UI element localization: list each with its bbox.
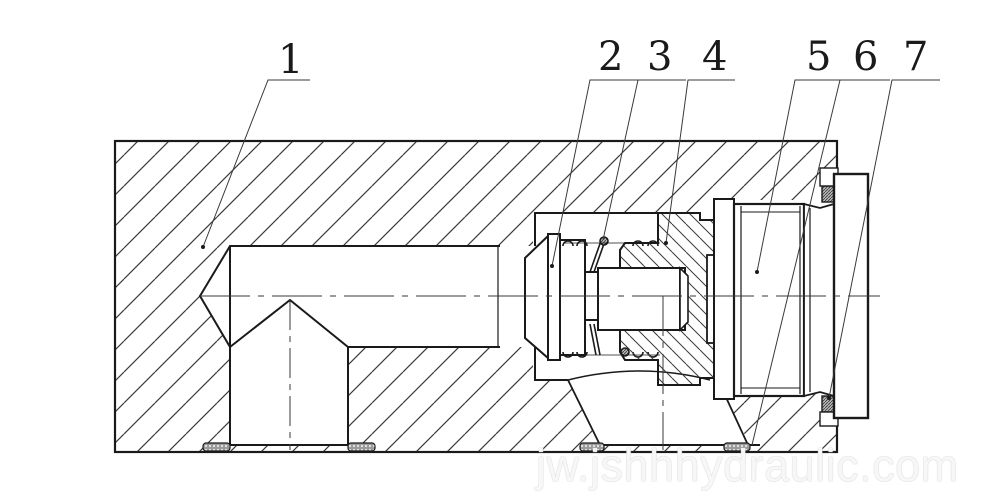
poppet-part-2: [524, 233, 599, 361]
leader-dots: [201, 241, 831, 400]
centerlines: [200, 295, 880, 450]
callout-7: 7: [903, 34, 928, 80]
port-seals: [202, 442, 751, 452]
callout-4: 4: [702, 34, 727, 80]
callout-1: 1: [278, 37, 303, 83]
callout-2: 2: [598, 34, 623, 80]
plug-part-5: [713, 198, 835, 400]
callout-leaders: [202, 79, 940, 446]
callout-3: 3: [647, 34, 672, 80]
callout-5: 5: [806, 34, 831, 80]
callout-6: 6: [853, 34, 878, 80]
callout-labels: 1 2 3 4 5 6 7: [278, 34, 928, 83]
